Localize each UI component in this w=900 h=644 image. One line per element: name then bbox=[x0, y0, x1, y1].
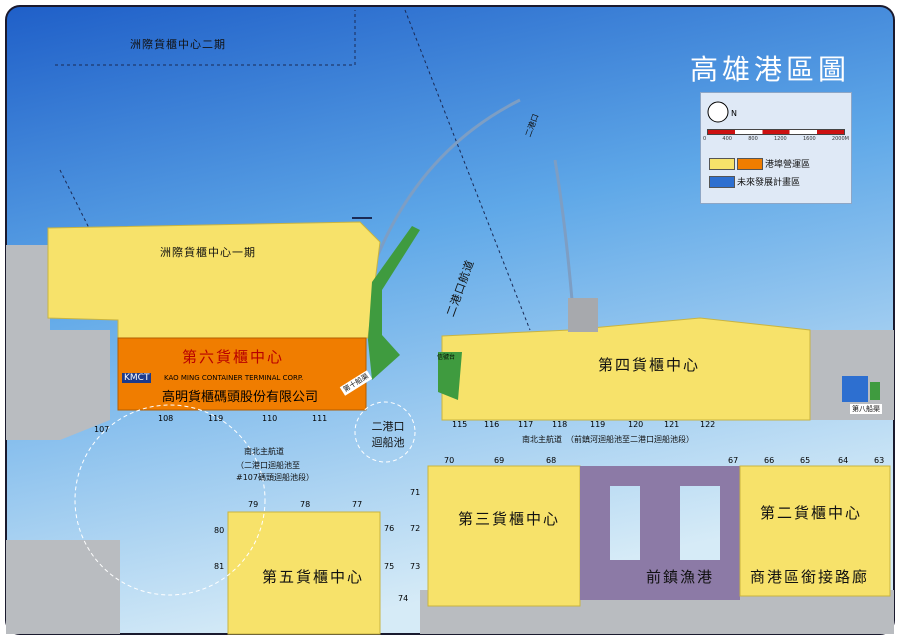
berth-119-east: 119 bbox=[590, 420, 606, 429]
west-land bbox=[6, 245, 110, 440]
berth-76: 76 bbox=[384, 524, 395, 533]
berth-75: 75 bbox=[384, 562, 395, 571]
berth-69: 69 bbox=[494, 456, 505, 465]
berth-107: 107 bbox=[94, 425, 110, 434]
label-center3: 第三貨櫃中心 bbox=[458, 510, 561, 528]
future-dev-area bbox=[842, 376, 868, 402]
label-kmct-zh: 高明貨櫃碼頭股份有限公司 bbox=[162, 390, 319, 405]
label-turning-basin: 二港口迴船池 bbox=[371, 420, 405, 449]
kmct-logo: KMCT bbox=[122, 373, 152, 383]
legend-label-future: 未來發展計畫區 bbox=[737, 178, 801, 188]
berth-67: 67 bbox=[728, 456, 739, 465]
berth-63: 63 bbox=[874, 456, 885, 465]
north-breakwater bbox=[373, 98, 521, 263]
fishing-port-zone bbox=[580, 466, 740, 600]
label-phase1: 洲際貨櫃中心一期 bbox=[160, 246, 256, 259]
operation-swatch-yellow bbox=[709, 157, 735, 170]
berth-68: 68 bbox=[546, 456, 557, 465]
berth-70: 70 bbox=[444, 456, 455, 465]
scale-ticks: 0 400 800 1200 1600 2000M bbox=[703, 136, 849, 142]
center2-zone bbox=[739, 465, 891, 597]
berth-122: 122 bbox=[700, 420, 716, 429]
phase2-boundary bbox=[55, 10, 356, 66]
berth-117: 117 bbox=[518, 420, 534, 429]
berth-77: 77 bbox=[352, 500, 363, 509]
berth-108: 108 bbox=[158, 414, 174, 423]
label-center2: 第二貨櫃中心 bbox=[760, 504, 863, 522]
berth-80: 80 bbox=[214, 526, 225, 535]
scale-tick-0: 0 bbox=[703, 136, 707, 142]
berth-65: 65 bbox=[800, 456, 811, 465]
scale-tick-1: 400 bbox=[722, 136, 732, 142]
scale-tick-3: 1200 bbox=[773, 136, 787, 142]
future-swatch bbox=[709, 175, 735, 188]
berth-74: 74 bbox=[398, 594, 409, 603]
berth-120: 120 bbox=[628, 420, 644, 429]
scale-tick-5: 2000M bbox=[831, 136, 849, 142]
label-commercial: 商港區銜接路廊 bbox=[750, 568, 870, 586]
scale-tick-4: 1600 bbox=[802, 136, 816, 142]
label-signal-station: 信號台 bbox=[437, 354, 456, 361]
legend-label-operation: 港埠營運區 bbox=[765, 160, 811, 170]
berth-81: 81 bbox=[214, 562, 225, 571]
compass-icon bbox=[707, 101, 729, 123]
berth-78: 78 bbox=[300, 500, 311, 509]
label-center6: 第六貨櫃中心 bbox=[182, 348, 285, 366]
berth-72: 72 bbox=[410, 524, 421, 533]
legend-row-operation: 港埠營運區 bbox=[709, 157, 810, 170]
berth-64: 64 bbox=[838, 456, 849, 465]
label-phase2: 洲際貨櫃中心二期 bbox=[130, 38, 226, 51]
berth-121: 121 bbox=[664, 420, 680, 429]
southwest-land bbox=[6, 540, 120, 634]
label-center4: 第四貨櫃中心 bbox=[598, 356, 701, 374]
berth-73: 73 bbox=[410, 562, 421, 571]
berth-118: 118 bbox=[552, 420, 568, 429]
label-main-channel-left: 南北主航道 bbox=[244, 447, 284, 456]
berth-66: 66 bbox=[764, 456, 775, 465]
label-kmct-en: KAO MING CONTAINER TERMINAL CORP. bbox=[164, 374, 304, 382]
scale-bar bbox=[707, 129, 845, 135]
phase1-green-strip bbox=[368, 226, 420, 380]
label-main-channel-left-sub2: #107碼頭迴船池段） bbox=[236, 473, 314, 482]
south-breakwater bbox=[553, 159, 574, 301]
label-fishing-port: 前鎮漁港 bbox=[646, 568, 715, 586]
signal-station-green bbox=[438, 352, 462, 400]
berth-116: 116 bbox=[484, 420, 500, 429]
center3-zone bbox=[427, 465, 581, 607]
legend-row-future: 未來發展計畫區 bbox=[709, 175, 800, 188]
center5-zone bbox=[227, 511, 381, 635]
berth-115: 115 bbox=[452, 420, 468, 429]
channel-boundary-west bbox=[59, 169, 91, 231]
label-ship-canal-8: 第八船渠 bbox=[850, 404, 882, 414]
label-center5: 第五貨櫃中心 bbox=[262, 568, 365, 586]
operation-swatch-orange bbox=[737, 157, 763, 170]
legend-box: N 0 400 800 1200 1600 2000M 港埠營運區 未來發展計畫區 bbox=[700, 92, 852, 204]
north-label: N bbox=[731, 109, 737, 118]
canal8-green bbox=[870, 382, 880, 400]
berth-71: 71 bbox=[410, 488, 421, 497]
berth-110: 110 bbox=[262, 414, 278, 423]
center4-gray-block bbox=[568, 298, 598, 332]
label-main-channel-left-sub: （二港口迴船池至 bbox=[236, 461, 300, 470]
berth-79: 79 bbox=[248, 500, 259, 509]
berth-119-west: 119 bbox=[208, 414, 224, 423]
berth-111: 111 bbox=[312, 414, 328, 423]
berth107-turning-circle bbox=[74, 404, 266, 596]
turning-basin-circle bbox=[354, 401, 416, 463]
scale-tick-2: 800 bbox=[748, 136, 758, 142]
map-title: 高雄港區圖 bbox=[689, 53, 850, 86]
label-main-channel-upper: 南北主航道 （前鎮河迴船池至二港口迴船池段） bbox=[522, 435, 694, 444]
